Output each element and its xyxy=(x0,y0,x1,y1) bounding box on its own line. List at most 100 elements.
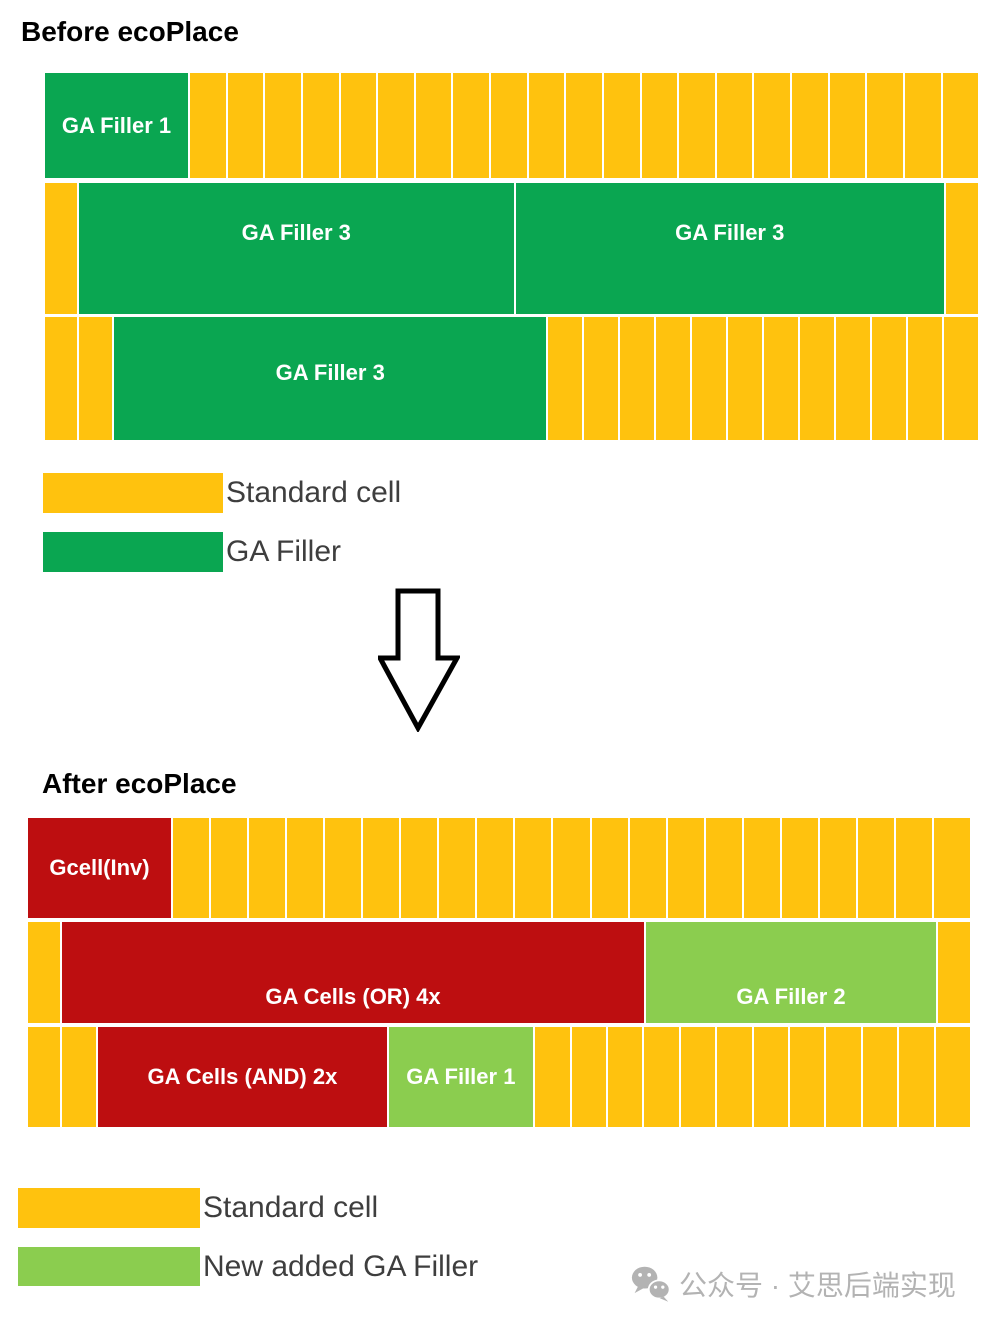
standard-cell xyxy=(340,73,377,178)
standard-cell xyxy=(249,818,286,918)
standard-cell xyxy=(629,818,666,918)
standard-cell xyxy=(667,818,704,918)
standard-cell xyxy=(190,73,226,178)
watermark: 公众号 · 艾思后端实现 xyxy=(631,1264,956,1304)
block-label: GA Filler 3 xyxy=(241,219,351,245)
standard-cell xyxy=(945,183,978,314)
standard-cell xyxy=(907,317,942,440)
legend-item-new-ga-filler: New added GA Filler xyxy=(18,1247,478,1286)
standard-cell xyxy=(895,818,932,918)
standard-cell xyxy=(829,73,866,178)
standard-cell xyxy=(717,1027,752,1127)
standard-cell xyxy=(528,73,565,178)
cell-row: GA Cells (OR) 4x GA Filler 2 xyxy=(28,922,970,1023)
standard-cell xyxy=(933,818,970,918)
standard-cell xyxy=(656,317,691,440)
standard-cell-swatch xyxy=(43,473,223,513)
standard-cell xyxy=(453,73,489,178)
standard-cell xyxy=(603,73,640,178)
standard-cell-swatch xyxy=(18,1188,200,1228)
standard-cell xyxy=(867,73,903,178)
block-label: GA Cells (OR) 4x xyxy=(265,983,441,1009)
standard-cell xyxy=(477,818,514,918)
standard-cell xyxy=(728,317,763,440)
standard-cell xyxy=(363,818,400,918)
block-label: GA Filler 2 xyxy=(736,983,846,1009)
standard-cell xyxy=(302,73,339,178)
block-label: GA Filler 3 xyxy=(675,219,785,245)
standard-cell xyxy=(535,1027,570,1127)
standard-cell xyxy=(754,73,790,178)
ga-filler-swatch xyxy=(43,532,223,572)
standard-cell xyxy=(515,818,552,918)
standard-cell xyxy=(79,317,113,440)
standard-cell xyxy=(491,73,527,178)
standard-cell xyxy=(28,1027,61,1127)
standard-cell xyxy=(800,317,835,440)
standard-cell xyxy=(692,317,727,440)
standard-cell xyxy=(872,317,906,440)
ga-filler-block: GA Filler 3 xyxy=(515,183,944,314)
down-arrow-icon xyxy=(375,588,462,734)
legend-label: New added GA Filler xyxy=(203,1249,479,1283)
block-label: GA Filler 3 xyxy=(275,359,385,385)
standard-cell xyxy=(899,1027,934,1127)
standard-cell xyxy=(607,1027,643,1127)
after-section-title: After ecoPlace xyxy=(42,768,237,799)
standard-cell xyxy=(45,317,78,440)
standard-cell xyxy=(938,922,970,1023)
legend-label: Standard cell xyxy=(203,1191,379,1224)
standard-cell xyxy=(644,1027,679,1127)
legend-item-ga-filler: GA Filler xyxy=(43,532,341,572)
gate-array-cell-block: GA Cells (OR) 4x xyxy=(62,922,644,1023)
standard-cell xyxy=(781,818,818,918)
ga-filler-block: GA Filler 3 xyxy=(79,183,514,314)
standard-cell xyxy=(826,1027,861,1127)
standard-cell xyxy=(789,1027,825,1127)
standard-cell xyxy=(584,317,619,440)
standard-cell xyxy=(743,818,780,918)
standard-cell xyxy=(325,818,362,918)
block-label: Gcell(Inv) xyxy=(49,855,150,880)
standard-cell xyxy=(679,73,715,178)
standard-cell xyxy=(836,317,870,440)
standard-cell xyxy=(173,818,210,918)
cell-row: GA Filler 3 xyxy=(45,317,978,440)
standard-cell xyxy=(28,922,60,1023)
standard-cell xyxy=(571,1027,606,1127)
block-label: GA Filler 1 xyxy=(406,1064,516,1089)
standard-cell xyxy=(705,818,742,918)
standard-cell xyxy=(566,73,602,178)
legend-label: Standard cell xyxy=(226,476,402,509)
block-label: GA Cells (AND) 2x xyxy=(147,1064,338,1089)
block-label: GA Filler 1 xyxy=(61,112,172,138)
wechat-icon xyxy=(631,1265,671,1303)
standard-cell xyxy=(378,73,414,178)
cell-row: GA Filler 3 GA Filler 3 xyxy=(45,183,978,314)
standard-cell xyxy=(620,317,655,440)
standard-cell xyxy=(764,317,799,440)
standard-cell xyxy=(45,183,78,314)
new-ga-filler-swatch xyxy=(18,1247,200,1286)
gate-array-cell-block: GA Cells (AND) 2x xyxy=(98,1027,387,1127)
legend-item-standard-cell: Standard cell xyxy=(43,473,401,513)
new-ga-filler-block: GA Filler 2 xyxy=(646,922,936,1023)
standard-cell xyxy=(211,818,248,918)
standard-cell xyxy=(716,73,753,178)
standard-cell xyxy=(227,73,264,178)
standard-cell xyxy=(935,1027,971,1127)
standard-cell xyxy=(548,317,583,440)
cell-row: Gcell(Inv) xyxy=(28,818,970,918)
standard-cell-strip xyxy=(173,818,970,918)
standard-cell xyxy=(415,73,452,178)
standard-cell xyxy=(439,818,476,918)
standard-cell xyxy=(265,73,301,178)
legend-label: GA Filler xyxy=(226,535,342,568)
standard-cell xyxy=(680,1027,716,1127)
standard-cell xyxy=(904,73,941,178)
standard-cell xyxy=(553,818,590,918)
standard-cell xyxy=(792,73,828,178)
cell-row: GA Cells (AND) 2x GA Filler 1 xyxy=(28,1027,971,1127)
standard-cell xyxy=(753,1027,788,1127)
